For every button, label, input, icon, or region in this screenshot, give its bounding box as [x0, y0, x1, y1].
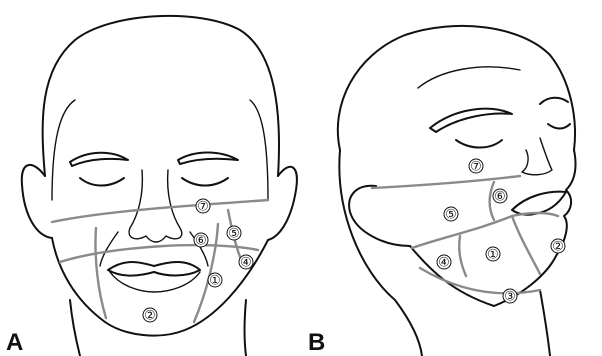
panel-b-jaw	[410, 246, 550, 356]
panel-a-left-eyebrow	[70, 153, 128, 166]
panel-a-zone-2: ②	[143, 308, 157, 324]
panel-a-zone-7-label: ⑦	[197, 200, 209, 215]
panel-b-mouth	[512, 192, 566, 215]
panel-a-zone-5-label: ⑤	[228, 227, 240, 242]
panel-a-left-ear	[22, 165, 52, 238]
panel-b-zone-line-upper	[372, 176, 520, 188]
panel-a-zone-4: ④	[239, 255, 253, 271]
panel-b-far-eyebrow	[540, 98, 568, 104]
panel-b-zone-3-label: ③	[504, 290, 516, 305]
panel-a-zone-6: ⑥	[194, 233, 208, 249]
panel-a-zone-line-left-vertical	[95, 228, 106, 318]
panel-b-ear	[349, 186, 410, 246]
panel-b-nose	[522, 138, 552, 175]
panel-a-mouth	[108, 262, 200, 276]
panel-a-face-outline	[52, 238, 268, 336]
panel-a-zone-line-lower	[60, 245, 258, 262]
panel-a-neck	[70, 300, 246, 356]
panel-b-zone-line-v1	[459, 236, 466, 276]
panel-b-zone-line-v2	[512, 216, 540, 274]
panel-b-label: B	[308, 329, 325, 356]
panel-a-label: A	[6, 329, 23, 356]
panel-b-zone-1: ①	[486, 247, 500, 263]
panel-b-zone-1-label: ①	[487, 248, 499, 263]
panel-b: ⑦ ⑥ ⑤ ① ④ ② ③ B	[308, 26, 576, 356]
panel-b-zone-3: ③	[503, 289, 517, 305]
panel-b-zone-2: ②	[551, 239, 565, 255]
panel-a-zone-7: ⑦	[196, 199, 210, 215]
panel-b-zone-7-label: ⑦	[470, 160, 482, 175]
panel-a-zone-4-label: ④	[240, 256, 252, 271]
panel-b-zone-line-lower	[420, 268, 540, 293]
panel-a-zone-1: ①	[208, 273, 222, 289]
panel-a: ⑦ ⑤ ⑥ ④ ① ② A	[6, 16, 297, 356]
panel-b-eyebrow	[430, 109, 512, 132]
panel-a-head-outline	[43, 16, 279, 176]
panel-a-zone-line-upper	[52, 200, 268, 222]
panel-b-zone-6: ⑥	[493, 189, 507, 205]
panel-a-hairline	[52, 100, 268, 200]
panel-a-right-eyebrow	[178, 153, 238, 165]
panel-b-zone-7: ⑦	[469, 159, 483, 175]
panel-a-zone-1-label: ①	[209, 274, 221, 289]
panel-b-zone-2-label: ②	[552, 240, 564, 255]
panel-b-back-neck	[339, 150, 422, 356]
panel-b-hairline	[418, 67, 520, 88]
panel-b-head-outline	[338, 26, 575, 150]
panel-a-left-fold	[100, 232, 118, 266]
panel-b-zone-5: ⑤	[444, 207, 458, 223]
panel-b-zone-4: ④	[437, 255, 451, 271]
panel-b-far-eye	[548, 124, 570, 129]
panel-a-zone-5: ⑤	[227, 226, 241, 242]
panel-a-zone-2-label: ②	[144, 309, 156, 324]
panel-a-left-eye	[80, 178, 124, 186]
panel-b-eye	[456, 140, 502, 148]
panel-a-right-ear	[268, 167, 297, 240]
panel-a-right-eye	[182, 178, 228, 186]
panel-b-zone-5-label: ⑤	[445, 208, 457, 223]
panel-b-zone-4-label: ④	[438, 256, 450, 271]
panel-b-zone-6-label: ⑥	[494, 190, 506, 205]
panel-a-zone-6-label: ⑥	[195, 234, 207, 249]
panel-b-zone-line-middle	[412, 213, 558, 248]
panel-b-face-profile	[494, 150, 576, 306]
